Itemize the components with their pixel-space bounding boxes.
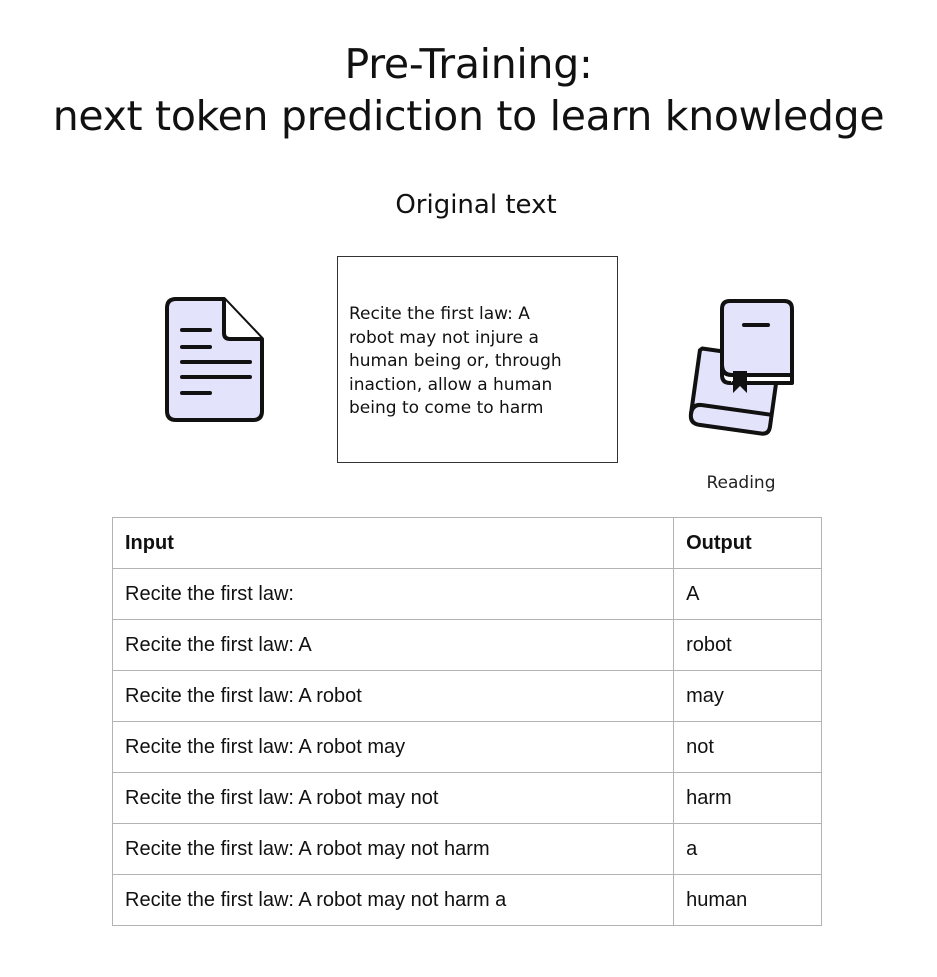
output-cell: not (673, 721, 822, 773)
title-line-2: next token prediction to learn knowledge (52, 92, 885, 140)
table-row: Recite the first law: A robot may not ha… (111, 823, 822, 875)
page-title: Pre-Training: next token prediction to l… (0, 38, 937, 142)
table-row: Recite the first law: A robot may not ha… (111, 874, 822, 926)
output-cell: robot (673, 619, 822, 671)
output-cell: A (673, 568, 822, 620)
input-cell: Recite the first law: A robot may (111, 721, 675, 773)
input-column-header: Input (111, 517, 675, 569)
document-fold (222, 299, 262, 341)
table-row: Recite the first law: A robot may not (111, 721, 822, 773)
document-body (165, 297, 264, 422)
output-cell: a (673, 823, 822, 875)
title-line-1: Pre-Training: (344, 40, 593, 88)
books-icon (688, 299, 794, 436)
original-text-heading: Original text (395, 190, 557, 220)
front-book-cover (720, 299, 794, 377)
output-column-header: Output (673, 517, 822, 569)
input-cell: Recite the first law: A robot may not ha… (111, 874, 675, 926)
input-cell: Recite the first law: A robot may not ha… (111, 823, 675, 875)
table-header-row: Input Output (111, 517, 822, 569)
table-row: Recite the first law: A robot may (111, 670, 822, 722)
output-cell: human (673, 874, 822, 926)
input-cell: Recite the first law: A (111, 619, 675, 671)
original-text-content: Recite the first law: A robot may not in… (349, 304, 562, 418)
document-icon (165, 297, 264, 422)
back-book-pages (689, 402, 772, 417)
bookmark-ribbon (733, 371, 747, 393)
input-cell: Recite the first law: (111, 568, 675, 620)
reading-label: Reading (706, 473, 776, 493)
table-row: Recite the first law: A robot (111, 619, 822, 671)
table-row: Recite the first law: A robot may not ha… (111, 772, 822, 824)
original-text-box: Recite the first law: A robot may not in… (337, 256, 618, 463)
token-prediction-table-wrapper: Input Output Recite the first law: A Rec… (111, 517, 822, 926)
table-row: Recite the first law: A (111, 568, 822, 620)
output-cell: may (673, 670, 822, 722)
output-cell: harm (673, 772, 822, 824)
input-cell: Recite the first law: A robot may not (111, 772, 675, 824)
input-cell: Recite the first law: A robot (111, 670, 675, 722)
token-prediction-table: Input Output Recite the first law: A Rec… (111, 517, 822, 926)
